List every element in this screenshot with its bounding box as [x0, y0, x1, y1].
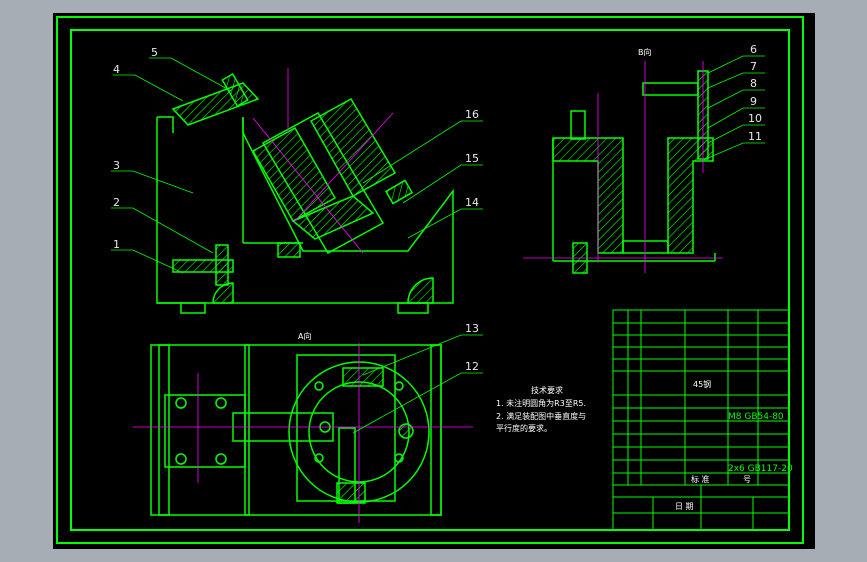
outer-frame: [56, 16, 804, 544]
balloon-16: 16: [465, 108, 479, 121]
side-view: [552, 70, 716, 274]
balloon-3: 3: [113, 159, 120, 172]
cad-viewport[interactable]: 1 2 3 4 5 6 7 8 9 10 11 12 13 14 15 16 B…: [53, 13, 815, 549]
inner-frame: [70, 29, 790, 531]
balloon-1: 1: [113, 238, 120, 251]
tech-req-line-3: 平行度的要求。: [496, 423, 552, 433]
plan-view-label: A向: [298, 331, 311, 341]
balloon-11: 11: [748, 130, 762, 143]
title-block: [612, 309, 790, 531]
balloon-7: 7: [750, 60, 757, 73]
balloon-9: 9: [750, 95, 757, 108]
balloon-8: 8: [750, 77, 757, 90]
balloon-15: 15: [465, 152, 479, 165]
balloon-6: 6: [750, 43, 757, 56]
side-view-label: B向: [638, 47, 652, 57]
side-centerlines: [523, 61, 723, 273]
balloon-labels: 1 2 3 4 5 6 7 8 9 10 11 12 13 14 15 16: [113, 43, 762, 373]
balloon-10: 10: [748, 112, 762, 125]
leaders: [111, 55, 765, 434]
cad-drawing: 1 2 3 4 5 6 7 8 9 10 11 12 13 14 15 16 B…: [56, 16, 804, 544]
date-label: 日 期: [675, 502, 694, 511]
balloon-13: 13: [465, 322, 479, 335]
technical-requirements: 技术要求 1. 未注明圆角为R3至R5. 2. 满足装配图中垂直度与 平行度的要…: [496, 385, 586, 433]
header-standard: 标 准: [691, 474, 710, 484]
balloon-4: 4: [113, 63, 120, 76]
balloon-14: 14: [465, 196, 479, 209]
header-number: 号: [743, 475, 751, 484]
balloon-2: 2: [113, 196, 120, 209]
plan-centerlines: [133, 343, 473, 523]
front-centerlines: [252, 68, 394, 254]
balloon-12: 12: [465, 360, 479, 373]
tech-req-line-1: 1. 未注明圆角为R3至R5.: [496, 398, 586, 408]
std-part-1: M8 GB54-80: [728, 412, 784, 422]
material-cell: 45钢: [693, 379, 711, 389]
tech-req-title: 技术要求: [531, 385, 563, 395]
front-view: [156, 72, 454, 314]
balloon-5: 5: [151, 46, 158, 59]
title-block-text: 45钢 M8 GB54-80 2x6 GB117-20 标 准 号 日 期: [675, 379, 793, 511]
tech-req-line-2: 2. 满足装配图中垂直度与: [496, 411, 586, 421]
plan-view: [150, 344, 442, 516]
std-part-2: 2x6 GB117-20: [728, 464, 793, 474]
